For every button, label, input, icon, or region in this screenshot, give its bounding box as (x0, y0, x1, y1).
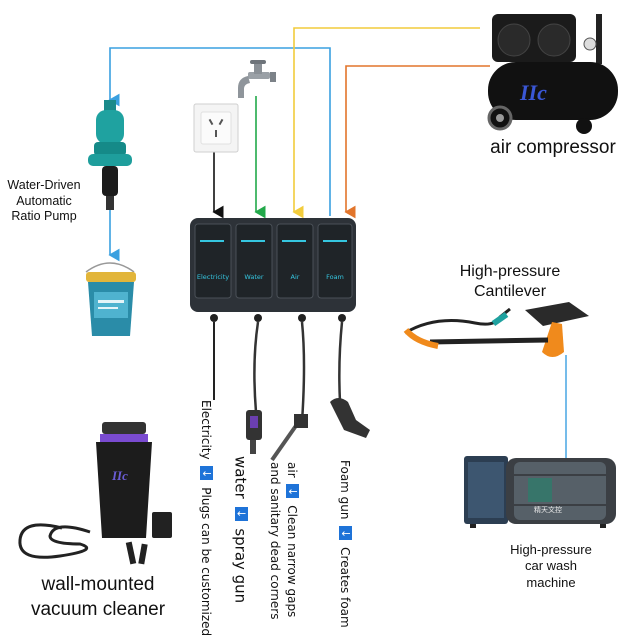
unit-label-water: Water (244, 273, 264, 281)
arrow-down-icon: ↓ (286, 484, 299, 499)
machine-brand-text: 精天文控 (534, 505, 562, 514)
car-wash-machine-label: High-pressure car wash machine (510, 542, 592, 590)
vacuum-logo: IIc (111, 468, 128, 483)
water-callout: water ↓ spray gun (231, 456, 250, 604)
air-callout: air ↓ Clean narrow gaps (285, 462, 299, 618)
foam-line (344, 65, 490, 219)
vacuum-cleaner-label: wall-mounted vacuum cleaner (30, 574, 166, 620)
unit-label-electricity: Electricity (197, 273, 229, 281)
unit-label-air: Air (291, 273, 300, 281)
electricity-callout: Electricity ↓ Plugs can be customized (199, 400, 214, 637)
arrow-down-icon: ↓ (200, 466, 214, 481)
air-callout-line2: and sanitary dead corners (268, 462, 283, 620)
compressor-logo: IIc (519, 80, 547, 105)
arrow-down-icon: ↓ (234, 506, 248, 521)
unit-label-foam: Foam (326, 273, 344, 281)
air-compressor-label: air compressor (490, 137, 616, 158)
ratio-pump-label: Water-Driven Automatic Ratio Pump (7, 178, 81, 224)
foam-callout: Foam gun ↓ Creates foam (338, 460, 353, 628)
water-line (108, 47, 331, 216)
air-line (292, 27, 480, 219)
arrow-down-icon: ↓ (339, 526, 353, 541)
cantilever-label: High-pressure Cantilever (459, 263, 561, 300)
